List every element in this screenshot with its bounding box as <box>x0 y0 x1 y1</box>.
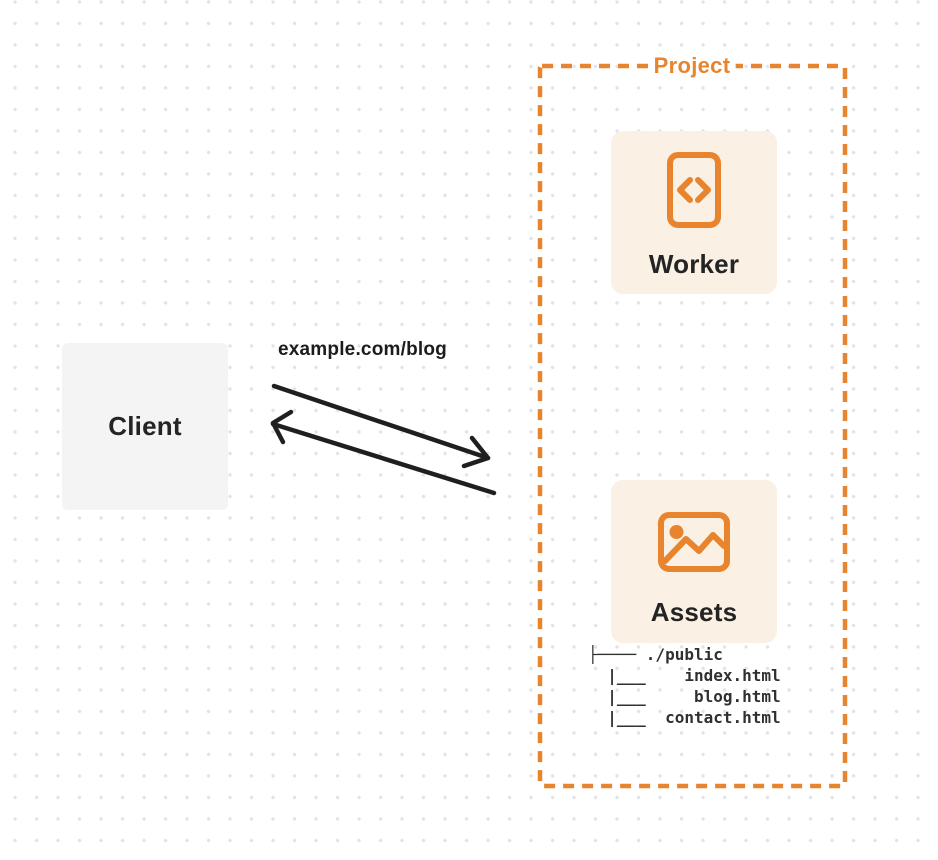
project-label: Project <box>648 52 736 80</box>
request-url-label: example.com/blog <box>278 339 447 360</box>
response-arrow <box>270 409 497 496</box>
worker-node: Worker <box>611 131 777 294</box>
file-tree: ├──── ./public |___ index.html |___ blog… <box>588 644 781 728</box>
file-tree-item: |___ blog.html <box>588 687 781 706</box>
file-tree-item: |___ contact.html <box>588 708 781 727</box>
image-icon <box>658 512 730 572</box>
assets-node: Assets <box>611 480 777 643</box>
request-arrow <box>271 383 491 469</box>
file-tree-item: |___ index.html <box>588 666 781 685</box>
client-label: Client <box>108 411 182 441</box>
assets-label: Assets <box>650 597 738 627</box>
file-tree-root: ├──── ./public <box>588 645 723 664</box>
code-file-icon <box>667 152 721 228</box>
client-node: Client <box>62 343 228 510</box>
worker-label: Worker <box>648 249 740 279</box>
